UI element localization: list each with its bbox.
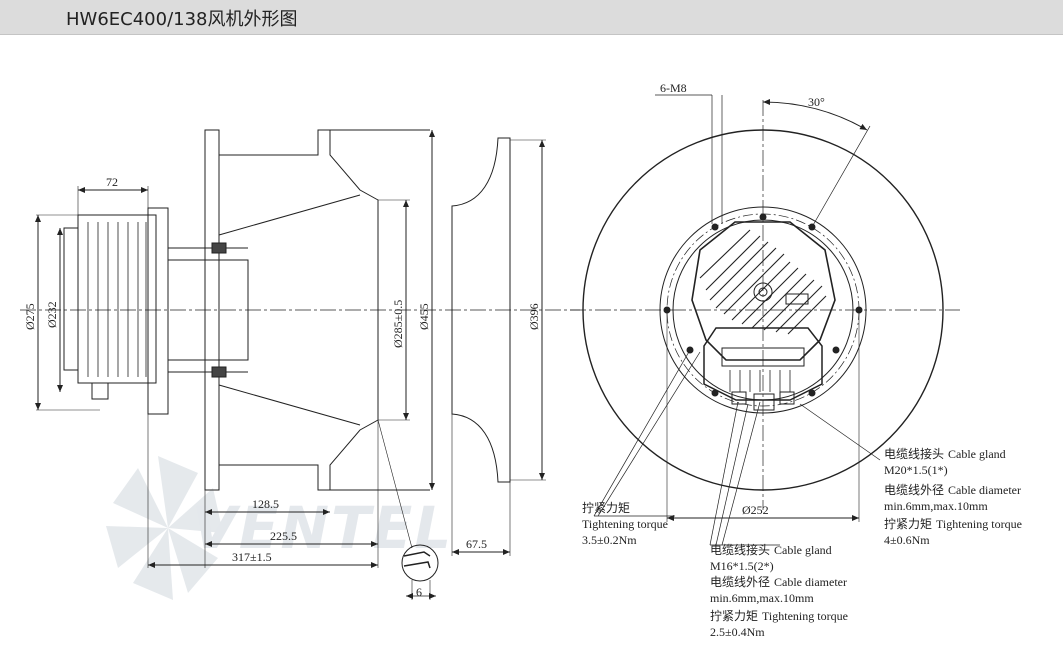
note-b-torque-en: Tightening torque [762,609,848,623]
dim-30-deg: 30° [808,95,825,109]
note-r-torque-en: Tightening torque [936,517,1022,531]
dim-d396: Ø396 [527,303,541,330]
note-left-en: Tightening torque [582,517,668,531]
note-r-gland-cn: 电缆线接头 [884,446,944,461]
dim-67: 67.5 [466,537,487,551]
note-left-val: 3.5±0.2Nm [582,533,637,547]
dim-72: 72 [106,175,118,189]
note-b-torque-cn: 拧紧力矩 [710,609,758,623]
page-title: HW6EC400/138风机外形图 [66,9,298,30]
note-left-cn: 拧紧力矩 [582,501,630,515]
note-b-gland-spec: M16*1.5(2*) [710,559,774,573]
terminal-box [703,327,823,401]
front-view [570,94,960,546]
note-tightening-left: 拧紧力矩 Tightening torque 3.5±0.2Nm [582,501,668,547]
note-b-diam-cn: 电缆线外径 [710,575,770,589]
dim-6-m8: 6-M8 [660,81,687,95]
note-b-torque-val: 2.5±0.4Nm [710,625,765,639]
motor-cap [691,221,836,361]
dim-225: 225.5 [270,529,297,543]
watermark-text: VENTEL [192,494,453,562]
dim-317: 317±1.5 [232,550,272,564]
note-r-diam-spec: min.6mm,max.10mm [884,499,988,513]
note-b-gland-en: Cable gland [774,543,832,557]
note-r-diam-cn: 电缆线外径 [884,483,944,497]
dim-d275: Ø275 [23,303,37,330]
dim-6: 6 [416,585,422,599]
note-r-torque-cn: 拧紧力矩 [884,517,932,531]
note-cable-gland-m16: 电缆线接头 Cable gland M16*1.5(2*) 电缆线外径 Cable … [710,542,848,639]
motor-body [77,214,157,384]
note-r-gland-en: Cable gland [948,447,1006,461]
note-b-gland-cn: 电缆线接头 [710,542,770,557]
note-cable-gland-m20: 电缆线接头 Cable gland M20*1.5(1*) 电缆线外径 Cable … [884,446,1022,547]
dim-d285: Ø285±0.5 [391,300,405,348]
dim-d252: Ø252 [742,503,769,517]
side-view [20,129,580,600]
note-b-diam-en: Cable diameter [774,575,847,589]
note-r-torque-val: 4±0.6Nm [884,533,930,547]
note-b-diam-spec: min.6mm,max.10mm [710,591,814,605]
detail-circle [401,544,439,582]
note-r-gland-spec: M20*1.5(1*) [884,463,948,477]
dim-d232: Ø232 [45,301,59,328]
title-bar: HW6EC400/138风机外形图 [0,0,1063,35]
dim-d455: Ø455 [417,303,431,330]
note-r-diam-en: Cable diameter [948,483,1021,497]
watermark-logo: VENTEL [106,456,453,600]
dim-128: 128.5 [252,497,279,511]
